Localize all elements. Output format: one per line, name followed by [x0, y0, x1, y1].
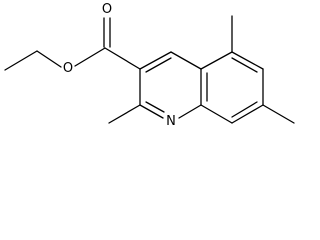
bond-c4a-c5 — [200, 51, 233, 70]
bond-c3-c4 — [139, 51, 172, 70]
bond-c5-c6 — [231, 51, 264, 70]
bond-n-c8a — [178, 104, 202, 119]
atom-label-oxygen-carbonyl: O — [102, 2, 112, 17]
bond-c3-c4-inner — [145, 57, 172, 73]
bond-carbonyl-c3 — [104, 47, 141, 70]
bond-c8-c8a — [200, 104, 233, 124]
atom-label-oxygen-ester: O — [63, 61, 73, 76]
bond-ethyl-ch2-o — [36, 50, 62, 68]
bond-o-carbonyl-c — [74, 47, 106, 67]
bond-c4-c4a — [170, 51, 202, 70]
bond-c7-c8-inner — [231, 101, 258, 118]
molecule-structure: O O N — [4, 2, 295, 129]
atom-label-nitrogen: N — [166, 114, 176, 129]
bond-c7-c8 — [231, 104, 264, 124]
bond-c2-n — [139, 104, 164, 119]
bond-c2-methyl — [108, 104, 141, 124]
bond-c5-c6-inner — [231, 57, 258, 73]
bond-c7-methyl — [262, 104, 295, 124]
bond-ethyl-ch3-ch2 — [4, 50, 38, 71]
structure-canvas: O O N — [4, 2, 295, 129]
bond-c2-n-inner — [145, 101, 165, 113]
